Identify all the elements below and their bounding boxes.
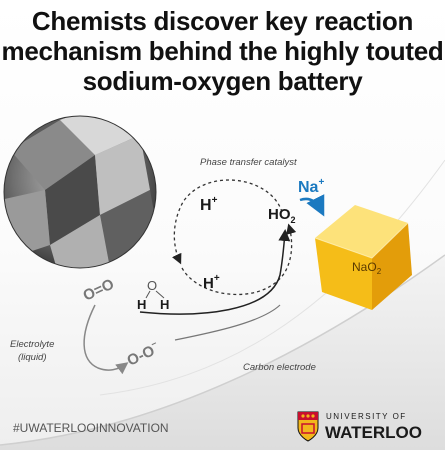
na-plus-arrow [299,194,325,217]
sem-micrograph-image [3,115,157,269]
nao2-label: NaO2 [352,260,382,276]
carbon-electrode-label: Carbon electrode [243,362,316,373]
electrolyte-label-line1: Electrolyte [10,339,54,350]
hashtag-label: #UWATERLOOINNOVATION [13,421,169,435]
electrolyte-arrow [83,304,129,375]
headline-line-3: sodium-oxygen battery [82,66,363,96]
o2-molecule-label: O=O [81,276,118,305]
nao2-crystal-cube [314,205,412,310]
h-plus-top: H+ [200,195,218,214]
carbon-electrode-surface [0,255,445,450]
reaction-path-solid [139,229,291,315]
ho2-label: HO2 [268,206,296,225]
waterloo-label: WATERLOO [325,423,422,442]
headline: Chemists discover key reaction mechanism… [0,6,445,96]
headline-line-1: Chemists discover key reaction [31,6,414,36]
university-of-label: UNIVERSITY OF [326,412,407,421]
h-plus-bottom: H+ [203,273,220,292]
superoxide-label: O-O− [124,338,162,369]
catalyst-cycle-upper-arc [171,179,283,265]
electrolyte-label-line2: (liquid) [18,352,47,363]
water-h-right-label: H [160,297,169,312]
na-plus-label: Na+ [298,177,324,196]
water-molecule: O H H [137,278,169,312]
university-of-waterloo-crest-icon [297,411,319,442]
headline-line-2: mechanism behind the highly touted [1,36,444,66]
water-o-label: O [147,278,157,293]
phase-transfer-catalyst-label: Phase transfer catalyst [200,157,297,168]
superoxide-to-catalyst-line [174,304,281,341]
water-h-left-label: H [137,297,146,312]
